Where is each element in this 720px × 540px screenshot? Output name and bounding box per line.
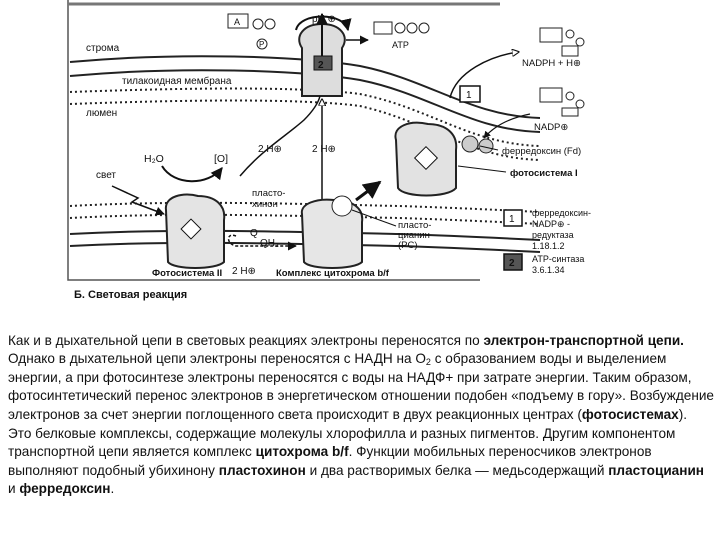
- lumen-label: люмен: [86, 108, 117, 119]
- legend-box-one-num: 1: [509, 214, 515, 225]
- proton-path-arrow: [239, 95, 321, 177]
- caption-text-5: . Функции мобильных переносчиков электро…: [8, 444, 652, 478]
- caption-text-2: Однако в дыхательной цепи электроны пере…: [8, 351, 426, 367]
- legend-two-line-1: ATP-синтаза: [532, 254, 584, 264]
- nadp-arrow: [483, 113, 531, 139]
- adp-molecule: A P: [227, 13, 276, 50]
- plastocyanin-label-2: цианин: [398, 230, 430, 241]
- nadph-molecule: [539, 27, 585, 57]
- legend-box-two-num: 2: [509, 258, 515, 269]
- legend-one-line-2: NADP⊕ -: [532, 219, 570, 229]
- oxygen-label: [O]: [214, 153, 228, 165]
- legend-box-one: [503, 209, 523, 227]
- light-bolt: [111, 185, 165, 216]
- cytochrome-bf-complex: [300, 195, 364, 269]
- plastoquinone-label-2: хинон: [252, 199, 278, 210]
- water-split-arrow: [161, 165, 223, 183]
- atp-molecule: ATP: [373, 21, 430, 50]
- light-label: свет: [96, 170, 116, 181]
- box-one-center: 1: [466, 90, 472, 101]
- legend: 1 ферредоксин- NADP⊕ - редуктаза 1.18.1.…: [503, 208, 591, 275]
- term-photosystems: фотосистемах: [581, 406, 679, 422]
- reductase-box: [459, 85, 481, 103]
- light-reaction-diagram: строма тилакоидная мембрана люмен 2 A P …: [67, 0, 591, 301]
- o2-subscript: 2: [425, 357, 431, 368]
- adp-p-label: P: [259, 40, 264, 49]
- caption-text-6: и два растворимых белка — медьсодержащий: [305, 462, 609, 478]
- plastocyanin-label-3: (PC): [398, 240, 418, 251]
- photosystem-one-label: фотосистема I: [510, 168, 578, 179]
- description-paragraph: Как и в дыхательной цепи в световых реак…: [8, 332, 714, 499]
- term-ferredoxin: ферредоксин: [19, 481, 111, 497]
- ferredoxin-pointer: [479, 145, 499, 151]
- legend-box-two: [503, 253, 523, 271]
- h2o-label: H₂O: [144, 153, 164, 165]
- two-h-bottom: 2 H⊕: [232, 266, 256, 277]
- photosystem-one: [394, 121, 494, 197]
- section-label: Б. Световая реакция: [74, 289, 187, 301]
- caption-text-4: ). Это белковые комплексы, содержащие мо…: [8, 406, 688, 460]
- caption-text-8: .: [110, 481, 115, 497]
- legend-one-line-3: редуктаза: [532, 230, 574, 240]
- qh2-label: QH₂: [260, 238, 279, 249]
- nadp-label: NADP⊕: [534, 122, 568, 133]
- ferredoxin-label: ферредоксин (Fd): [502, 146, 581, 157]
- term-etc: электрон-транспортной цепи.: [483, 332, 684, 348]
- term-plastocyanin: пластоцианин: [608, 462, 705, 478]
- nadph-arrow: [449, 52, 518, 99]
- term-plastoquinone: пластохинон: [218, 462, 306, 478]
- plastoquinone-label-1: пласто-: [252, 188, 285, 199]
- atp-label: ATP: [392, 40, 409, 50]
- legend-two-line-2: 3.6.1.34: [532, 265, 565, 275]
- photosystem-two: [164, 193, 226, 269]
- photosystem-two-label: Фотосистема II: [152, 268, 222, 279]
- term-cytochrome: цитохрома b/f: [255, 444, 349, 460]
- thylakoid-membrane-label: тилакоидная мембрана: [122, 75, 232, 87]
- diagram-frame: [67, 0, 480, 281]
- box-two-center: 2: [318, 60, 324, 71]
- plastocyanin-pointer: [351, 209, 397, 227]
- caption-text-7: и: [8, 481, 20, 497]
- ph-label: pH ⊕: [312, 14, 336, 25]
- cytochrome-complex-label: Комплекс цитохрома b/f: [276, 268, 390, 279]
- plastocyanin-arrow: [355, 180, 382, 202]
- legend-one-line-4: 1.18.1.2: [532, 241, 565, 251]
- q-cycle-arrow: [227, 234, 297, 251]
- legend-one-line-1: ферредоксин-: [532, 208, 591, 218]
- photosystem-one-pointer: [457, 165, 507, 173]
- caption-text-1: Как и в дыхательной цепи в световых реак…: [8, 332, 484, 348]
- stroma-label: строма: [86, 43, 120, 54]
- adp-a-label: A: [234, 17, 240, 27]
- two-h-right: 2 H⊕: [312, 144, 336, 155]
- nadp-molecule: [539, 87, 585, 117]
- nadph-label: NADPH + H⊕: [522, 58, 581, 69]
- q-label: Q: [250, 228, 258, 239]
- plastocyanin-label-1: пласто-: [398, 220, 431, 231]
- caption-text-3: с образованием воды и выделением энергии…: [8, 351, 714, 422]
- two-h-left: 2 H⊕: [258, 144, 282, 155]
